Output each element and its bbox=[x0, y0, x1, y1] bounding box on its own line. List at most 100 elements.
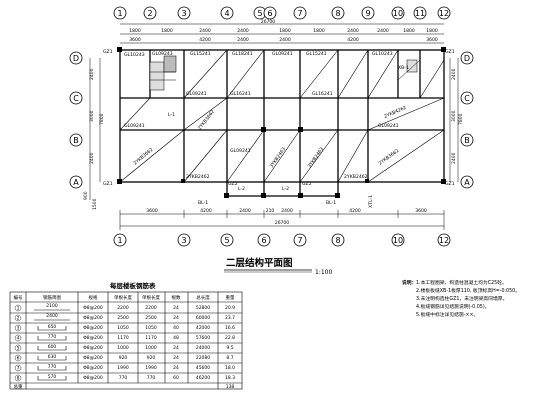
svg-text:GZ2: GZ2 bbox=[302, 181, 312, 187]
svg-text:16.6: 16.6 bbox=[225, 325, 235, 331]
svg-text:5: 5 bbox=[224, 236, 229, 245]
svg-text:26700: 26700 bbox=[275, 220, 289, 226]
svg-text:A: A bbox=[73, 178, 79, 187]
axis-bubble bbox=[361, 6, 375, 20]
table-row: 7 770 Φ8@200 1990 1990 24 45600 18.0 bbox=[14, 364, 235, 372]
svg-text:1990: 1990 bbox=[117, 365, 129, 371]
svg-text:18.3: 18.3 bbox=[225, 375, 235, 381]
svg-text:22.8: 22.8 bbox=[225, 335, 235, 341]
svg-text:总重: 总重 bbox=[14, 383, 23, 390]
table-row: 4 770 Φ8@200 1170 1170 48 57600 22.8 bbox=[14, 334, 235, 342]
svg-text:D: D bbox=[464, 54, 470, 63]
svg-text:2.楼板板缝XB-1板厚110, 板顶标高H=-0.050。: 2.楼板板缝XB-1板厚110, 板顶标高H=-0.050。 bbox=[416, 287, 520, 294]
svg-text:3000: 3000 bbox=[451, 110, 457, 122]
bottom-dimension-lines bbox=[119, 210, 445, 230]
axis-bubble bbox=[293, 6, 307, 20]
axis-label: 10 bbox=[393, 9, 403, 18]
left-axis-labels: D C B A bbox=[73, 54, 79, 187]
svg-text:48: 48 bbox=[173, 335, 179, 341]
svg-text:1000: 1000 bbox=[145, 345, 157, 351]
svg-text:2500: 2500 bbox=[117, 315, 129, 321]
outer-wall bbox=[119, 49, 445, 183]
svg-text:210: 210 bbox=[266, 208, 275, 214]
svg-text:18.0: 18.0 bbox=[225, 365, 235, 371]
svg-text:3YKB2463: 3YKB2463 bbox=[269, 146, 287, 169]
svg-text:2400: 2400 bbox=[451, 68, 457, 80]
svg-text:2400: 2400 bbox=[237, 28, 249, 34]
svg-text:2YKB3662: 2YKB3662 bbox=[197, 109, 216, 131]
svg-text:770: 770 bbox=[119, 375, 128, 381]
svg-text:GL09243: GL09243 bbox=[152, 51, 173, 57]
svg-text:46200: 46200 bbox=[196, 375, 210, 381]
svg-text:2YKB2462: 2YKB2462 bbox=[186, 174, 210, 180]
svg-text:GZ1: GZ1 bbox=[103, 181, 113, 187]
svg-text:1: 1 bbox=[17, 306, 20, 312]
building-walls bbox=[119, 49, 445, 197]
svg-text:7: 7 bbox=[297, 236, 302, 245]
drawing-scale: 1:100 bbox=[315, 269, 332, 276]
svg-text:920: 920 bbox=[147, 355, 156, 361]
svg-text:10: 10 bbox=[393, 236, 403, 245]
svg-text:Φ8@200: Φ8@200 bbox=[83, 315, 103, 321]
svg-text:GL10243: GL10243 bbox=[124, 52, 145, 58]
svg-text:42000: 42000 bbox=[196, 325, 210, 331]
svg-text:6: 6 bbox=[17, 356, 20, 362]
design-notes: 说明： 1.本工程圈梁、构造柱混凝土均为C25砼。 2.楼板板缝XB-1板厚11… bbox=[402, 279, 520, 318]
svg-text:2400: 2400 bbox=[237, 37, 249, 43]
svg-text:1050: 1050 bbox=[145, 325, 157, 331]
table-title: 每层楼板钢筋表 bbox=[110, 281, 156, 290]
bottom-axis-labels: 1 3 5 6 7 8 10 12 bbox=[117, 236, 449, 245]
svg-text:600: 600 bbox=[48, 344, 57, 350]
svg-text:3600: 3600 bbox=[415, 208, 427, 214]
svg-text:4200: 4200 bbox=[349, 208, 361, 214]
svg-text:1: 1 bbox=[117, 236, 122, 245]
svg-text:24000: 24000 bbox=[196, 345, 210, 351]
top-axis-bubbles bbox=[113, 6, 451, 20]
axis-label: 11 bbox=[415, 9, 425, 18]
svg-text:B: B bbox=[73, 136, 79, 145]
svg-text:GL09241: GL09241 bbox=[378, 123, 399, 129]
svg-text:2400: 2400 bbox=[451, 152, 457, 164]
svg-text:23.7: 23.7 bbox=[225, 315, 235, 321]
bottom-dims: 3600 4200 2400 210 2400 4200 3600 26700 bbox=[146, 208, 427, 226]
bottom-axis-bubbles bbox=[113, 233, 451, 247]
svg-text:2YKB3662: 2YKB3662 bbox=[378, 148, 401, 167]
svg-text:D: D bbox=[73, 54, 79, 63]
svg-text:24: 24 bbox=[173, 315, 179, 321]
svg-text:3600: 3600 bbox=[426, 37, 438, 43]
svg-text:Φ8@200: Φ8@200 bbox=[83, 355, 103, 361]
svg-text:2400: 2400 bbox=[279, 37, 291, 43]
structural-columns bbox=[117, 47, 446, 198]
axis-bubble bbox=[143, 6, 157, 20]
top-dimension-lines bbox=[120, 23, 444, 44]
svg-text:2400: 2400 bbox=[239, 208, 251, 214]
svg-text:C: C bbox=[464, 94, 470, 103]
svg-text:570: 570 bbox=[48, 374, 57, 380]
svg-text:A: A bbox=[464, 178, 470, 187]
svg-text:138: 138 bbox=[226, 384, 235, 390]
svg-text:2YKB4262: 2YKB4262 bbox=[383, 105, 407, 120]
svg-text:1800: 1800 bbox=[129, 28, 141, 34]
svg-text:2200: 2200 bbox=[117, 305, 129, 311]
svg-text:2YKB2462: 2YKB2462 bbox=[344, 174, 368, 180]
svg-text:4200: 4200 bbox=[199, 37, 211, 43]
svg-text:2400: 2400 bbox=[199, 28, 211, 34]
axis-label: 9 bbox=[365, 9, 370, 18]
svg-text:GL09241: GL09241 bbox=[230, 148, 251, 154]
svg-text:1800: 1800 bbox=[279, 28, 291, 34]
svg-text:重量: 重量 bbox=[226, 294, 235, 301]
svg-text:57600: 57600 bbox=[196, 335, 210, 341]
axis-label: 12 bbox=[439, 9, 449, 18]
svg-text:4.板缝钢筋详见结施说明(-0.05)。: 4.板缝钢筋详见结施说明(-0.05)。 bbox=[416, 303, 490, 310]
axis-bubble bbox=[177, 6, 191, 20]
right-dimension-lines bbox=[449, 58, 459, 182]
right-axis-bubbles bbox=[460, 51, 474, 189]
right-dims: 2400 3000 2400 7800 bbox=[451, 68, 464, 164]
svg-text:GZ1: GZ1 bbox=[103, 49, 113, 55]
svg-text:900: 900 bbox=[83, 191, 89, 200]
svg-text:GL18241: GL18241 bbox=[232, 51, 253, 57]
svg-text:3: 3 bbox=[181, 236, 186, 245]
svg-text:8.7: 8.7 bbox=[226, 355, 233, 361]
table-total-row: 总重 138 bbox=[14, 383, 235, 390]
